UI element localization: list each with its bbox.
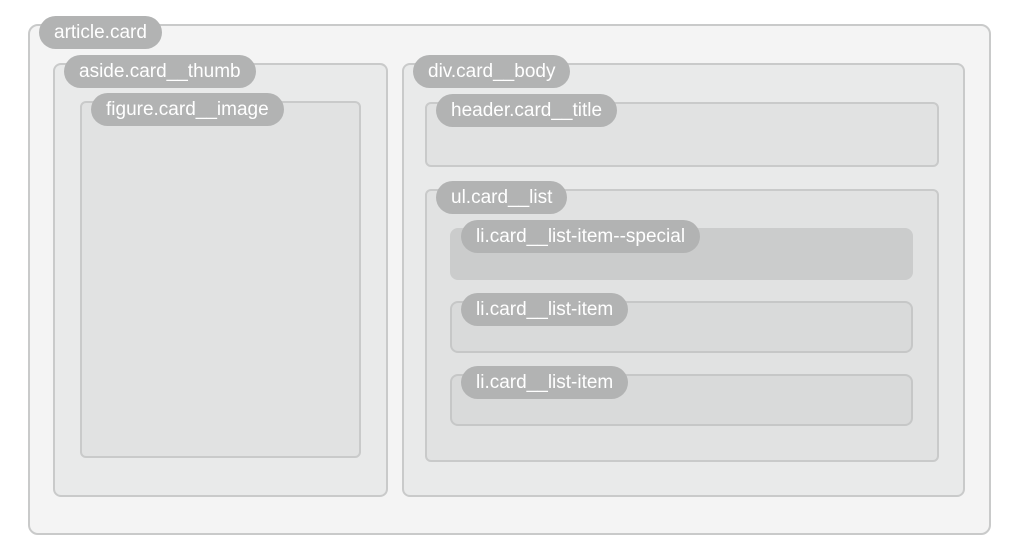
list-box: ul.card__list li.card__list-item--specia… — [425, 181, 939, 462]
thumb-box: aside.card__thumb figure.card__image — [53, 55, 388, 497]
list-item: li.card__list-item — [450, 366, 913, 426]
list-item: li.card__list-item — [450, 293, 913, 353]
title-label-pill: header.card__title — [436, 94, 618, 127]
card-label-pill: article.card — [39, 16, 162, 49]
body-box: div.card__body header.card__title ul.car… — [402, 55, 965, 497]
list-item-special: li.card__list-item--special — [450, 220, 913, 280]
thumb-label-pill: aside.card__thumb — [64, 55, 256, 88]
list-item-label-pill: li.card__list-item — [461, 366, 629, 399]
image-label-pill: figure.card__image — [91, 93, 284, 126]
list-item-label-pill: li.card__list-item — [461, 293, 629, 326]
list-item-special-label-pill: li.card__list-item--special — [461, 220, 701, 253]
body-label-pill: div.card__body — [413, 55, 571, 88]
title-box: header.card__title — [425, 94, 939, 167]
image-box: figure.card__image — [80, 93, 361, 458]
list-label-pill: ul.card__list — [436, 181, 568, 214]
card-box: article.card aside.card__thumb figure.ca… — [28, 16, 991, 535]
